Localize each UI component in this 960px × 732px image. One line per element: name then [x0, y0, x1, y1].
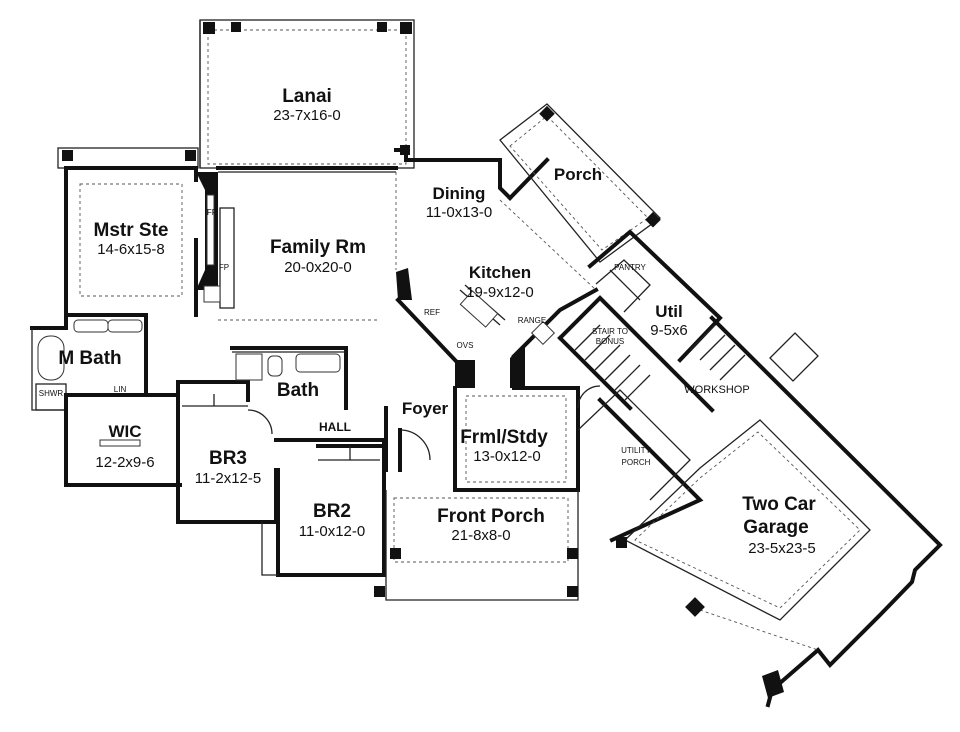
br2-label: BR2 [313, 501, 351, 522]
oven-icon [455, 360, 475, 388]
workshop-label: Workshop [684, 384, 749, 396]
garage-label-line1: Two Car [742, 494, 816, 515]
family-room-dims: 20-0x20-0 [284, 259, 352, 276]
post [685, 597, 705, 617]
stair-label-line1: Stair to [592, 327, 628, 336]
porch-label: Porch [554, 165, 602, 184]
garage-area [597, 315, 943, 708]
formal-study-dims: 13-0x12-0 [473, 448, 541, 465]
dining-kitchen-area [394, 145, 599, 388]
post [390, 548, 401, 559]
dining-dims: 11-0x13-0 [426, 204, 492, 221]
family-room-area [216, 166, 398, 321]
post [374, 586, 385, 597]
garage-label-line2: Garage [743, 517, 808, 538]
sink [73, 319, 109, 333]
bath-vanity [295, 353, 341, 373]
linen-label: LIN [114, 385, 127, 394]
foyer-label: Foyer [402, 399, 449, 418]
garage-dims: 23-5x23-5 [748, 540, 816, 557]
post [377, 22, 387, 32]
post [762, 670, 784, 698]
stair-treads [574, 324, 651, 401]
stair-label-line2: Bonus [596, 337, 624, 346]
bath-hall-area [230, 346, 388, 472]
utility-porch-label-line2: Porch [622, 458, 651, 467]
workshop-stairs [689, 324, 746, 381]
ref-label: REF [424, 308, 440, 317]
util-label: Util [655, 302, 682, 321]
range-label: RANGE [518, 316, 546, 325]
range-icon [530, 320, 556, 346]
kitchen-dims: 19-9x12-0 [466, 284, 534, 301]
post [231, 22, 241, 32]
post [62, 150, 73, 161]
fireplace-label-lower: FP [219, 263, 229, 272]
wic-label: WIC [108, 422, 141, 441]
toilet-icon [267, 355, 283, 377]
post [185, 150, 196, 161]
kitchen-island [459, 290, 499, 328]
master-suite-label: Mstr Ste [94, 220, 169, 241]
post [567, 548, 578, 559]
post [567, 586, 578, 597]
br2-area [261, 438, 386, 577]
sink [107, 319, 143, 333]
lanai-label: Lanai [282, 86, 332, 107]
shelf [99, 439, 141, 447]
wic-dims: 12-2x9-6 [95, 454, 154, 471]
utility-area [557, 229, 819, 413]
kitchen-label: Kitchen [469, 263, 531, 282]
br3-label: BR3 [209, 448, 247, 469]
front-porch-label: Front Porch [437, 506, 545, 527]
front-porch-dims: 21-8x8-0 [451, 527, 510, 544]
dining-label: Dining [433, 184, 486, 203]
util-dims: 9-5x6 [650, 322, 688, 339]
master-bath-area [30, 313, 182, 487]
bathtub [37, 335, 65, 381]
fireplace [196, 172, 235, 309]
post [616, 537, 627, 548]
master-suite-area [57, 147, 199, 317]
utility-porch-label-line1: Utility [621, 446, 651, 455]
pantry-label: PANTRY [614, 263, 646, 272]
lanai-dims: 23-7x16-0 [273, 107, 341, 124]
post [203, 22, 215, 34]
br3-dims: 11-2x12-5 [195, 470, 261, 487]
bath-label: Bath [277, 380, 319, 401]
formal-study-label: Frml/Stdy [460, 427, 548, 448]
br2-dims: 11-0x12-0 [299, 523, 365, 540]
master-bath-label: M Bath [58, 348, 121, 369]
fireplace-label-upper: FP [207, 208, 217, 217]
master-suite-dims: 14-6x15-8 [97, 241, 165, 258]
post [400, 22, 412, 34]
family-room-label: Family Rm [270, 237, 366, 258]
post [645, 211, 661, 228]
post [400, 145, 410, 155]
hall-label: Hall [319, 420, 351, 434]
linen-box [235, 353, 263, 381]
shower-label: SHWR [39, 389, 64, 398]
ovens-label: OVS [457, 341, 474, 350]
front-porch-area [374, 490, 579, 601]
utility-porch-area [577, 385, 691, 501]
